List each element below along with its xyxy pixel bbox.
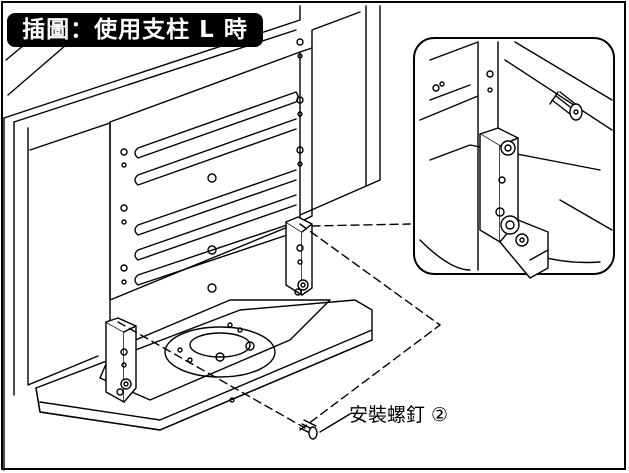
assembly-guide-lines — [117, 223, 441, 431]
pillar-bracket-right — [285, 216, 313, 296]
stand-base — [35, 299, 373, 431]
callout-leader-line — [319, 413, 351, 433]
screw-icon — [299, 419, 318, 440]
pillar-bracket-left — [105, 317, 137, 403]
illustration-title: 插圖：使用支柱 L 時 — [7, 13, 263, 47]
detail-inset — [413, 37, 615, 279]
tv-illustration — [3, 5, 381, 471]
screw-callout-label: 安裝螺釘 ② — [349, 404, 449, 426]
